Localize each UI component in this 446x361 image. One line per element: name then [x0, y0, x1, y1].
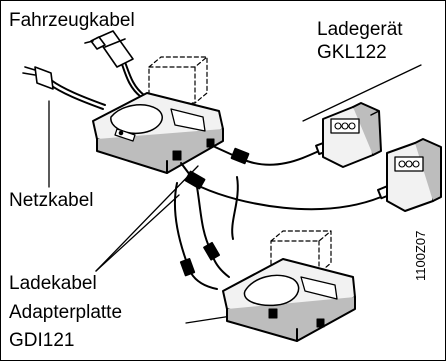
label-charging-cable: Ladekabel [9, 273, 97, 295]
mains-plug [23, 67, 53, 89]
car-lighter-plug [85, 31, 133, 67]
figure-code: 1100Z07 [413, 223, 431, 281]
vehicle-cable [85, 31, 144, 97]
label-adapter-name: Adapterplatte [9, 302, 122, 324]
charging-cable-down [175, 177, 238, 289]
label-charger-name: Ladegerät [317, 19, 403, 41]
charging-cable-upper [215, 141, 332, 165]
label-charger-model: GKL122 [317, 42, 387, 64]
charger-base [93, 93, 223, 173]
mains-cable [23, 67, 105, 109]
label-mains-cable: Netzkabel [9, 190, 94, 212]
adapter-plate [223, 259, 355, 341]
battery-adapter-lower [387, 139, 441, 211]
battery-adapter-upper [323, 103, 381, 167]
label-adapter-model: GDI121 [9, 330, 74, 352]
charging-cable-lower [181, 163, 394, 209]
label-vehicle-cable: Fahrzeugkabel [9, 10, 135, 32]
